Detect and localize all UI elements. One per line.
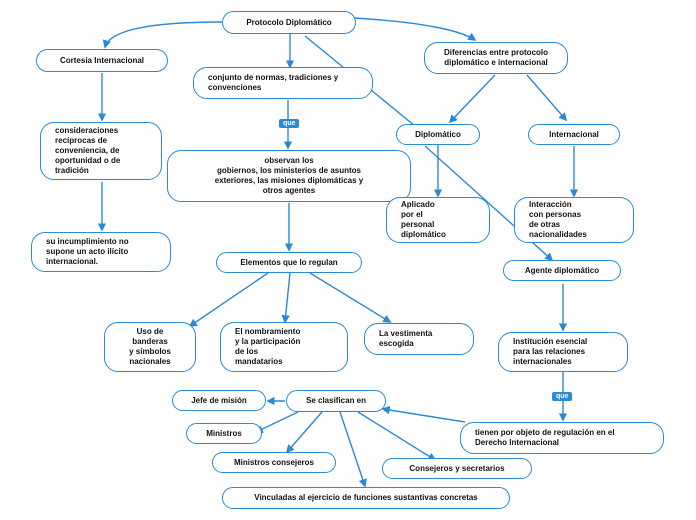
- node-consejeros-secretarios[interactable]: Consejeros y secretarios: [382, 458, 532, 479]
- node-ministros[interactable]: Ministros: [186, 423, 262, 444]
- node-interaccion[interactable]: Interacción con personas de otras nacion…: [514, 197, 634, 243]
- node-aplicado[interactable]: Aplicado por el personal diplomático: [386, 197, 490, 243]
- node-diplomatico[interactable]: Diplomático: [396, 124, 480, 145]
- node-clasifican[interactable]: Se clasifican en: [286, 390, 386, 412]
- node-agente[interactable]: Agente diplomático: [503, 260, 621, 281]
- node-jefe[interactable]: Jefe de misión: [172, 390, 266, 411]
- node-elementos[interactable]: Elementos que lo regulan: [216, 252, 362, 273]
- node-ministros-consejeros[interactable]: Ministros consejeros: [212, 452, 336, 473]
- node-diferencias[interactable]: Diferencias entre protocolo diplomático …: [424, 42, 568, 74]
- node-consideraciones[interactable]: consideraciones recíprocas de convenienc…: [40, 122, 162, 180]
- node-cortesia[interactable]: Cortesía Internacional: [36, 49, 168, 72]
- edge-tienen-clasifican: [381, 405, 466, 423]
- node-protocolo[interactable]: Protocolo Diplomático: [222, 11, 356, 34]
- edge-protocolo-cortesia: [102, 21, 223, 49]
- edge-elementos-vestimenta: [309, 272, 392, 323]
- edge-clasifican-consejeros-sec: [357, 411, 437, 461]
- edge-clasifican-vinculadas: [339, 411, 367, 488]
- edge-elementos-banderas: [188, 272, 269, 327]
- edge-diferencias-internacional: [526, 74, 568, 122]
- node-institucion[interactable]: Institución esencial para las relaciones…: [498, 332, 628, 372]
- node-nombramiento[interactable]: El nombramiento y la participación de lo…: [220, 322, 348, 372]
- node-incumplimiento[interactable]: su incumplimiento no supone un acto ilíc…: [31, 232, 171, 272]
- node-vestimenta[interactable]: La vestimenta escogida: [364, 323, 474, 355]
- node-observan[interactable]: observan los gobiernos, los ministerios …: [167, 150, 411, 202]
- node-vinculadas[interactable]: Vinculadas al ejercicio de funciones sus…: [222, 487, 510, 509]
- node-conjunto[interactable]: conjunto de normas, tradiciones y conven…: [193, 67, 373, 99]
- edge-elementos-nombramiento: [281, 272, 291, 324]
- node-internacional[interactable]: Internacional: [528, 124, 620, 145]
- edge-diferencias-diplomatico: [448, 74, 496, 124]
- linking-phrase-que-1: que: [279, 119, 300, 128]
- node-tienen[interactable]: tienen por objeto de regulación en el De…: [460, 422, 664, 454]
- edge-clasifican-ministros: [254, 411, 299, 433]
- node-banderas[interactable]: Uso de banderas y símbolos nacionales: [104, 322, 196, 372]
- linking-phrase-que-2: que: [552, 392, 573, 401]
- edge-clasifican-consejeros-min: [285, 411, 323, 454]
- edge-protocolo-diferencias: [354, 17, 477, 41]
